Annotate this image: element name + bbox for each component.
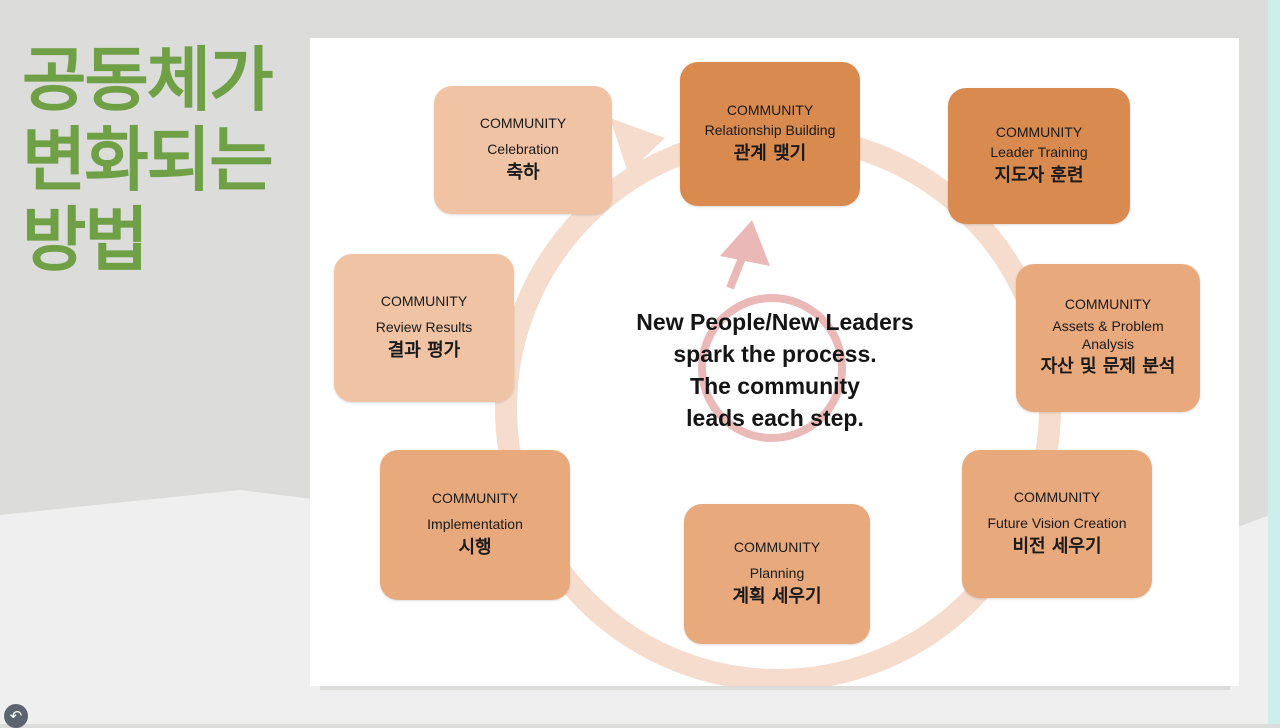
node-korean: 자산 및 문제 분석 <box>1040 356 1176 377</box>
page-title: 공동체가 변화되는 방법 <box>22 39 274 281</box>
center-line-1: New People/New Leaders <box>636 309 914 335</box>
node-prefix: COMMUNITY <box>726 101 814 118</box>
node-future-vision-creation: COMMUNITY Future Vision Creation 비전 세우기 <box>962 450 1152 598</box>
cycle-diagram: New People/New Leaders spark the process… <box>310 38 1239 686</box>
node-prefix: COMMUNITY <box>380 292 468 309</box>
node-prefix: COMMUNITY <box>733 538 821 555</box>
node-english: Assets & Problem Analysis <box>1052 318 1164 352</box>
node-prefix: COMMUNITY <box>995 123 1083 140</box>
node-korean: 지도자 훈련 <box>994 164 1084 186</box>
title-line-2: 변화되는 <box>22 119 274 201</box>
node-korean: 시행 <box>458 536 492 558</box>
node-assets-problem-analysis: COMMUNITY Assets & Problem Analysis 자산 및… <box>1016 264 1200 412</box>
node-relationship-building: COMMUNITY Relationship Building 관계 맺기 <box>680 62 860 206</box>
node-prefix: COMMUNITY <box>479 114 567 131</box>
node-english: Future Vision Creation <box>987 514 1127 531</box>
node-planning: COMMUNITY Planning 계획 세우기 <box>684 504 870 644</box>
center-message: New People/New Leaders spark the process… <box>610 306 940 434</box>
node-celebration: COMMUNITY Celebration 축하 <box>434 86 612 214</box>
node-english: Review Results <box>375 318 473 335</box>
node-korean: 결과 평가 <box>387 339 461 361</box>
node-leader-training: COMMUNITY Leader Training 지도자 훈련 <box>948 88 1130 224</box>
ring-arrowhead <box>610 118 665 173</box>
node-prefix: COMMUNITY <box>1013 488 1101 505</box>
title-line-3: 방법 <box>22 199 149 281</box>
node-korean: 관계 맺기 <box>733 142 807 164</box>
node-english: Celebration <box>487 140 559 157</box>
center-line-2: spark the process. <box>673 341 877 367</box>
center-line-4: leads each step. <box>686 405 864 431</box>
right-edge-strip <box>1268 0 1280 724</box>
back-arrow-icon[interactable]: ↶ <box>4 704 28 728</box>
node-prefix: COMMUNITY <box>431 489 519 506</box>
male-symbol-icon <box>698 220 846 442</box>
node-korean: 축하 <box>506 161 540 183</box>
node-english: Leader Training <box>990 143 1088 160</box>
node-korean: 비전 세우기 <box>1012 535 1102 557</box>
node-english: Implementation <box>427 515 523 532</box>
node-english: Relationship Building <box>704 121 836 138</box>
title-line-1: 공동체가 <box>22 39 274 121</box>
node-review-results: COMMUNITY Review Results 결과 평가 <box>334 254 514 402</box>
node-implementation: COMMUNITY Implementation 시행 <box>380 450 570 600</box>
node-english: Planning <box>749 564 805 581</box>
node-korean: 계획 세우기 <box>732 585 822 607</box>
node-prefix: COMMUNITY <box>1064 296 1152 312</box>
center-line-3: The community <box>690 373 860 399</box>
